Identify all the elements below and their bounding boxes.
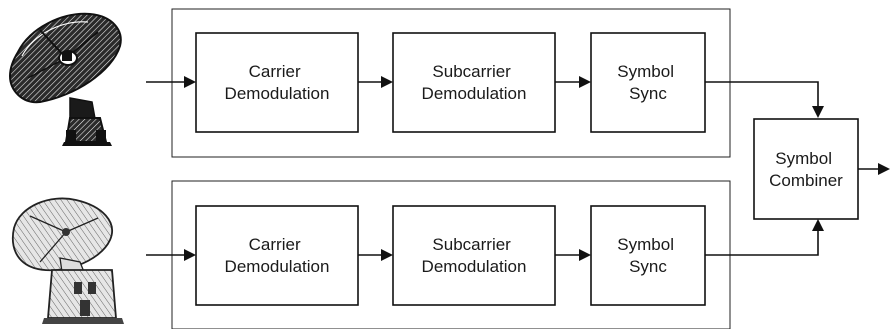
bottom-sync-to-combiner-arrowhead: [812, 219, 824, 231]
dark-dish-antenna-icon: [8, 12, 122, 146]
top-subcarrier-demodulation-line-2: Demodulation: [422, 84, 527, 103]
top-carrier-to-subcarrier-arrowhead: [381, 76, 393, 88]
combiner-output-arrowhead: [878, 163, 890, 175]
top-symbol-sync-block: [590, 32, 706, 133]
bottom-chain: Carrier Demodulation Subcarrier Demodula…: [146, 205, 824, 306]
bottom-subcarrier-demodulation-label: Subcarrier Demodulation: [422, 235, 527, 276]
top-subcarrier-to-sync-arrowhead: [579, 76, 591, 88]
top-subcarrier-demodulation-block: [392, 32, 556, 133]
symbol-combiner-block: [753, 118, 859, 220]
top-carrier-demodulation-line-1: Carrier: [249, 62, 301, 81]
bottom-carrier-demodulation-line-2: Demodulation: [225, 257, 330, 276]
bottom-carrier-demodulation-line-1: Carrier: [249, 235, 301, 254]
light-dish-antenna-icon: [12, 197, 124, 324]
top-chain-frame: [171, 8, 731, 158]
bottom-subcarrier-demodulation-line-2: Demodulation: [422, 257, 527, 276]
top-subcarrier-demodulation-line-1: Subcarrier: [432, 62, 511, 81]
bottom-subcarrier-demodulation-block: [392, 205, 556, 306]
bottom-carrier-demodulation-block: [195, 205, 359, 306]
bottom-carrier-to-subcarrier-arrowhead: [381, 249, 393, 261]
top-sync-to-combiner-wire: [705, 81, 819, 108]
bottom-sync-to-combiner-wire: [705, 230, 819, 256]
top-symbol-sync-line-1: Symbol: [617, 62, 674, 81]
top-carrier-demodulation-block: [195, 32, 359, 133]
top-sync-to-combiner-arrowhead: [812, 106, 824, 118]
bottom-symbol-sync-block: [590, 205, 706, 306]
bottom-symbol-sync-label: Symbol Sync: [617, 235, 678, 276]
symbol-combiner-line-1: Symbol: [775, 149, 832, 168]
bottom-input-arrowhead: [184, 249, 196, 261]
top-carrier-demodulation-line-2: Demodulation: [225, 84, 330, 103]
top-input-arrowhead: [184, 76, 196, 88]
top-subcarrier-demodulation-label: Subcarrier Demodulation: [422, 62, 527, 103]
bottom-carrier-demodulation-label: Carrier Demodulation: [225, 235, 330, 276]
top-symbol-sync-line-2: Sync: [629, 84, 667, 103]
top-carrier-demodulation-label: Carrier Demodulation: [225, 62, 330, 103]
bottom-symbol-sync-line-1: Symbol: [617, 235, 674, 254]
symbol-combiner: Symbol Combiner: [753, 118, 890, 220]
symbol-combiner-line-2: Combiner: [769, 171, 843, 190]
bottom-symbol-sync-line-2: Sync: [629, 257, 667, 276]
bottom-subcarrier-to-sync-arrowhead: [579, 249, 591, 261]
symbol-combiner-label: Symbol Combiner: [769, 149, 843, 190]
bottom-subcarrier-demodulation-line-1: Subcarrier: [432, 235, 511, 254]
top-symbol-sync-label: Symbol Sync: [617, 62, 678, 103]
top-chain: Carrier Demodulation Subcarrier Demodula…: [146, 32, 824, 133]
